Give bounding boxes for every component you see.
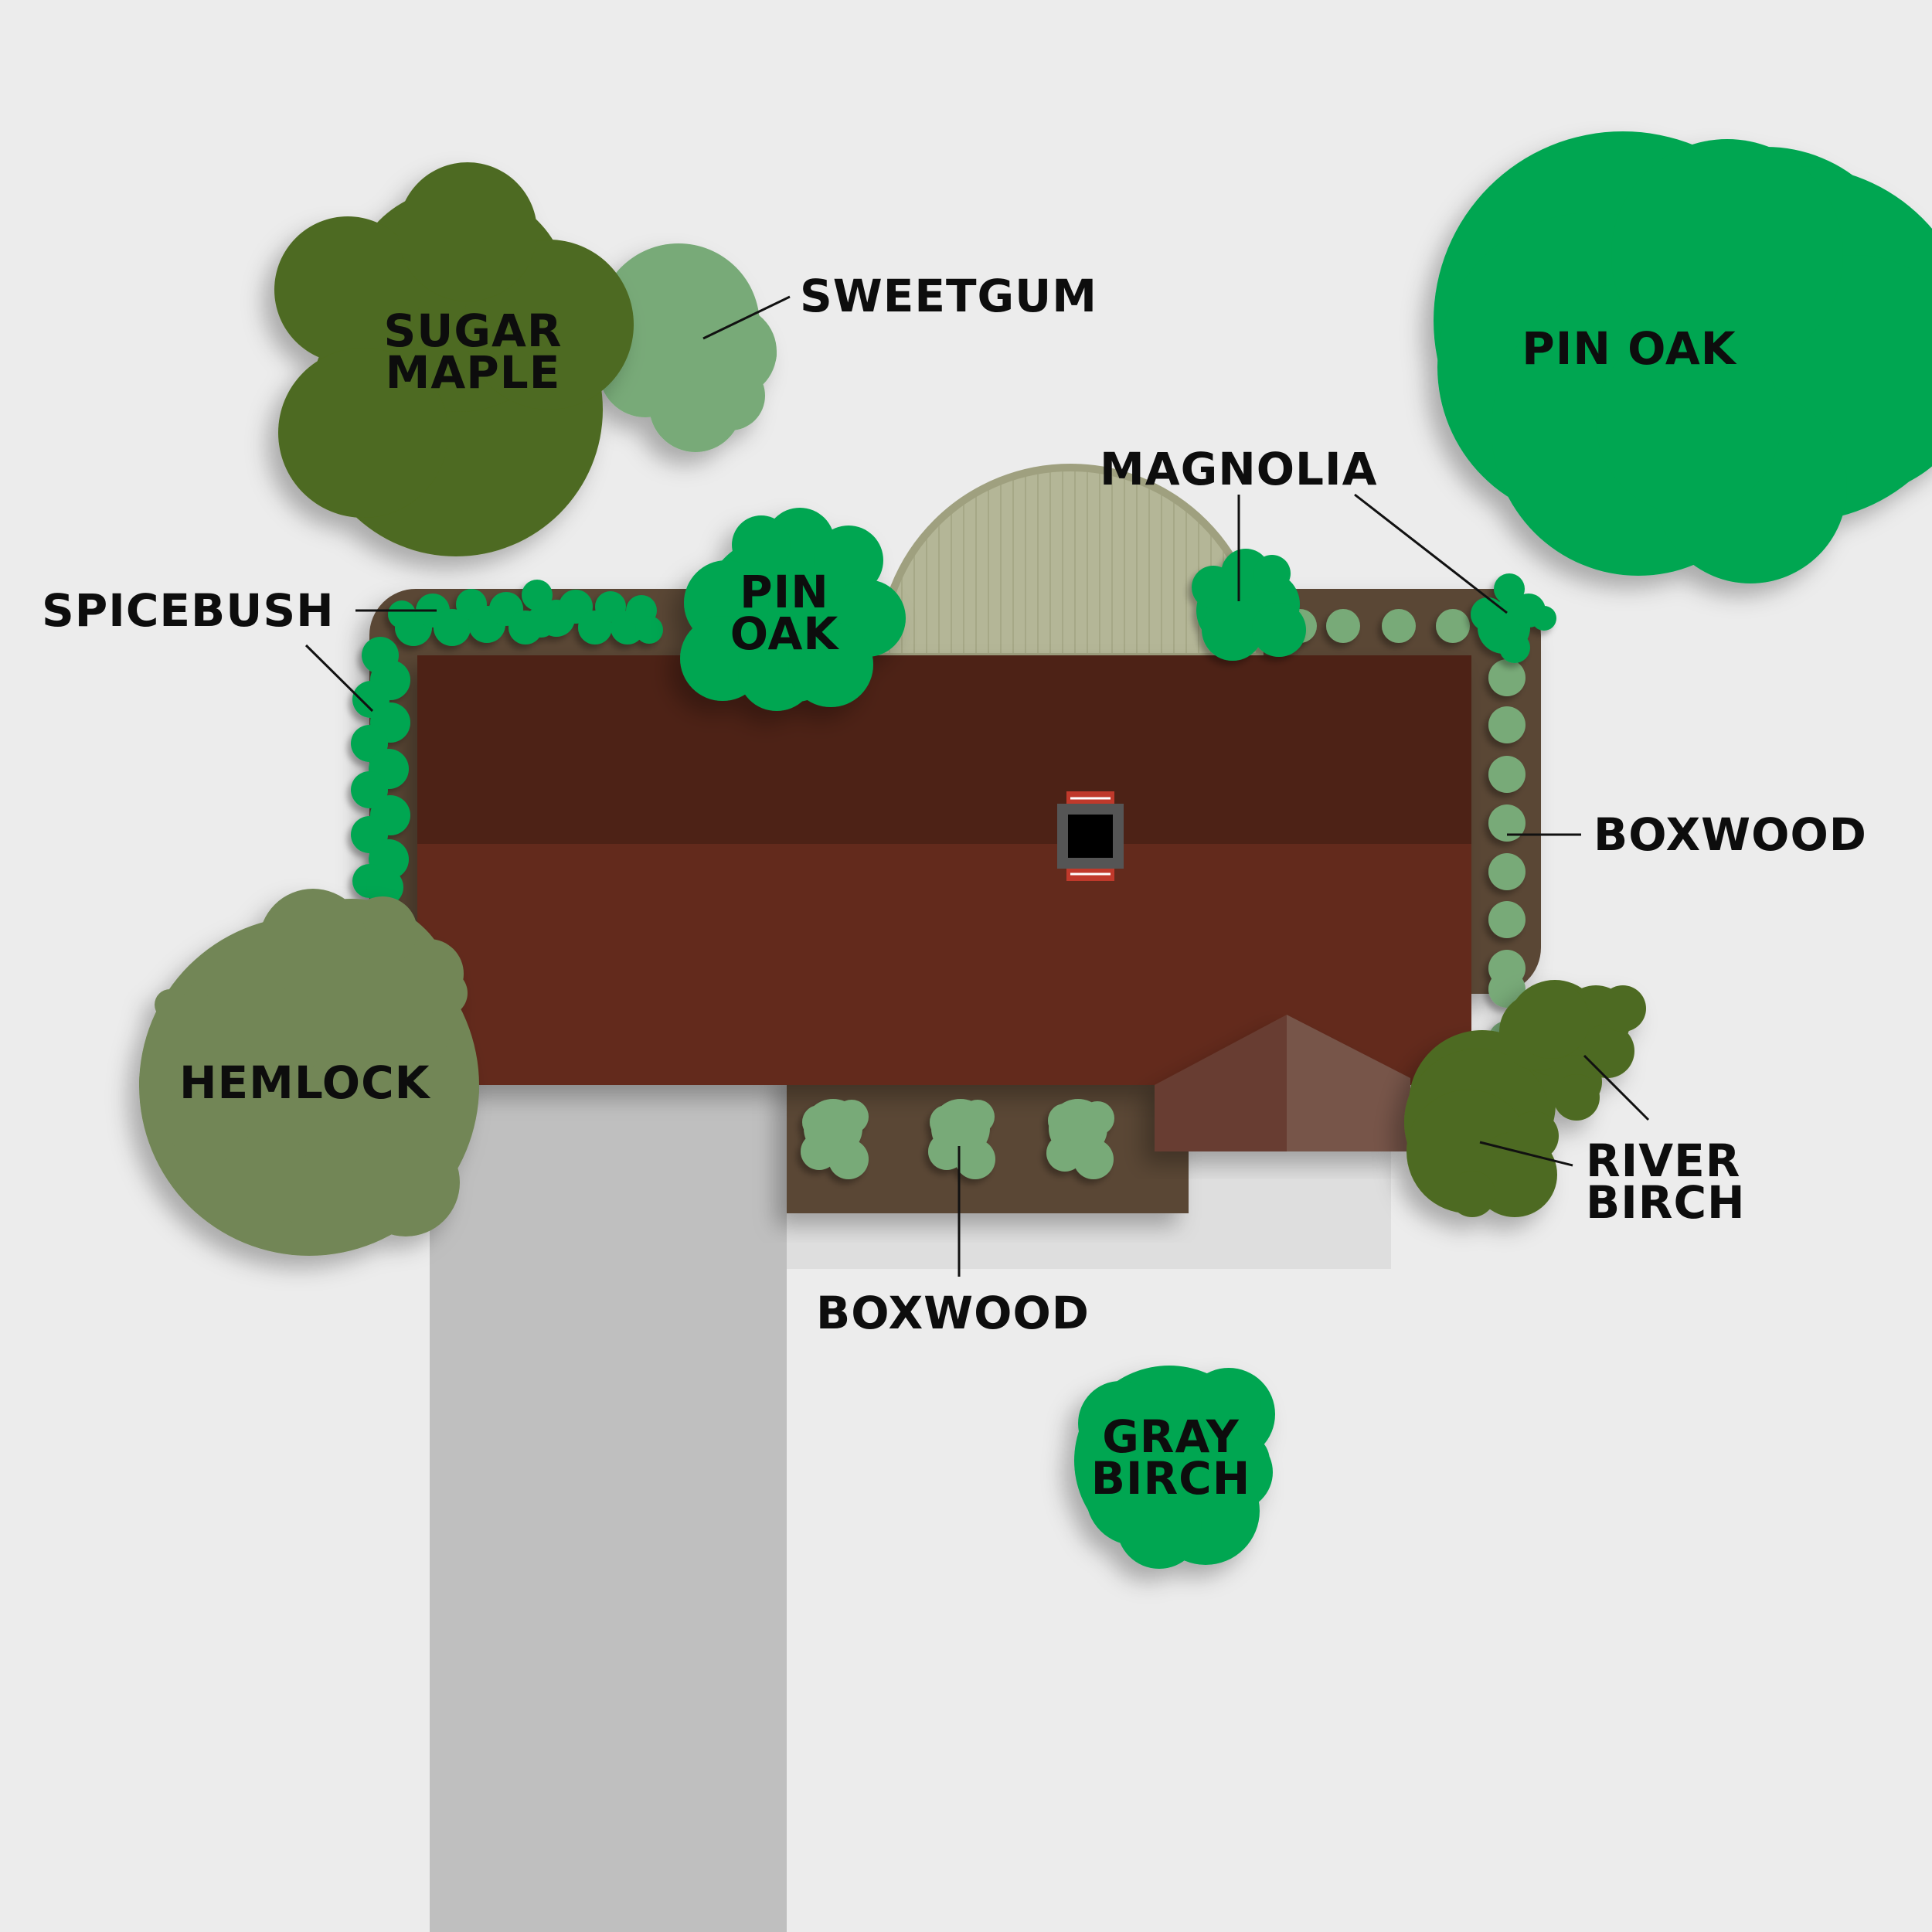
- river-birch-tree: [1404, 980, 1646, 1217]
- hemlock-tree: [139, 889, 479, 1256]
- chimney: [1057, 791, 1124, 881]
- leader-lines: [304, 295, 1650, 1277]
- magnolia-tree: [1192, 549, 1306, 661]
- spicebush-hedge-left: [351, 637, 410, 906]
- boxwood-front: [801, 1099, 1114, 1179]
- gray-birch-tree: [1074, 1366, 1275, 1569]
- pin-oak-small-tree: [680, 508, 906, 711]
- leader-river-birch-1: [1583, 1054, 1650, 1121]
- spicebush-hedge-top: [388, 580, 663, 646]
- house-roof: [417, 655, 1471, 1085]
- pin-oak-large-tree: [1434, 131, 1932, 583]
- leader-sweetgum: [702, 295, 791, 340]
- porch-roof: [1155, 1015, 1410, 1151]
- driveway: [430, 1082, 787, 1932]
- leader-river-birch-2: [1479, 1141, 1573, 1167]
- sugar-maple-tree: [274, 162, 634, 556]
- sweetgum-tree: [597, 243, 777, 452]
- leader-magnolia-shrub: [1354, 493, 1508, 614]
- leader-spicebush-left: [304, 644, 374, 713]
